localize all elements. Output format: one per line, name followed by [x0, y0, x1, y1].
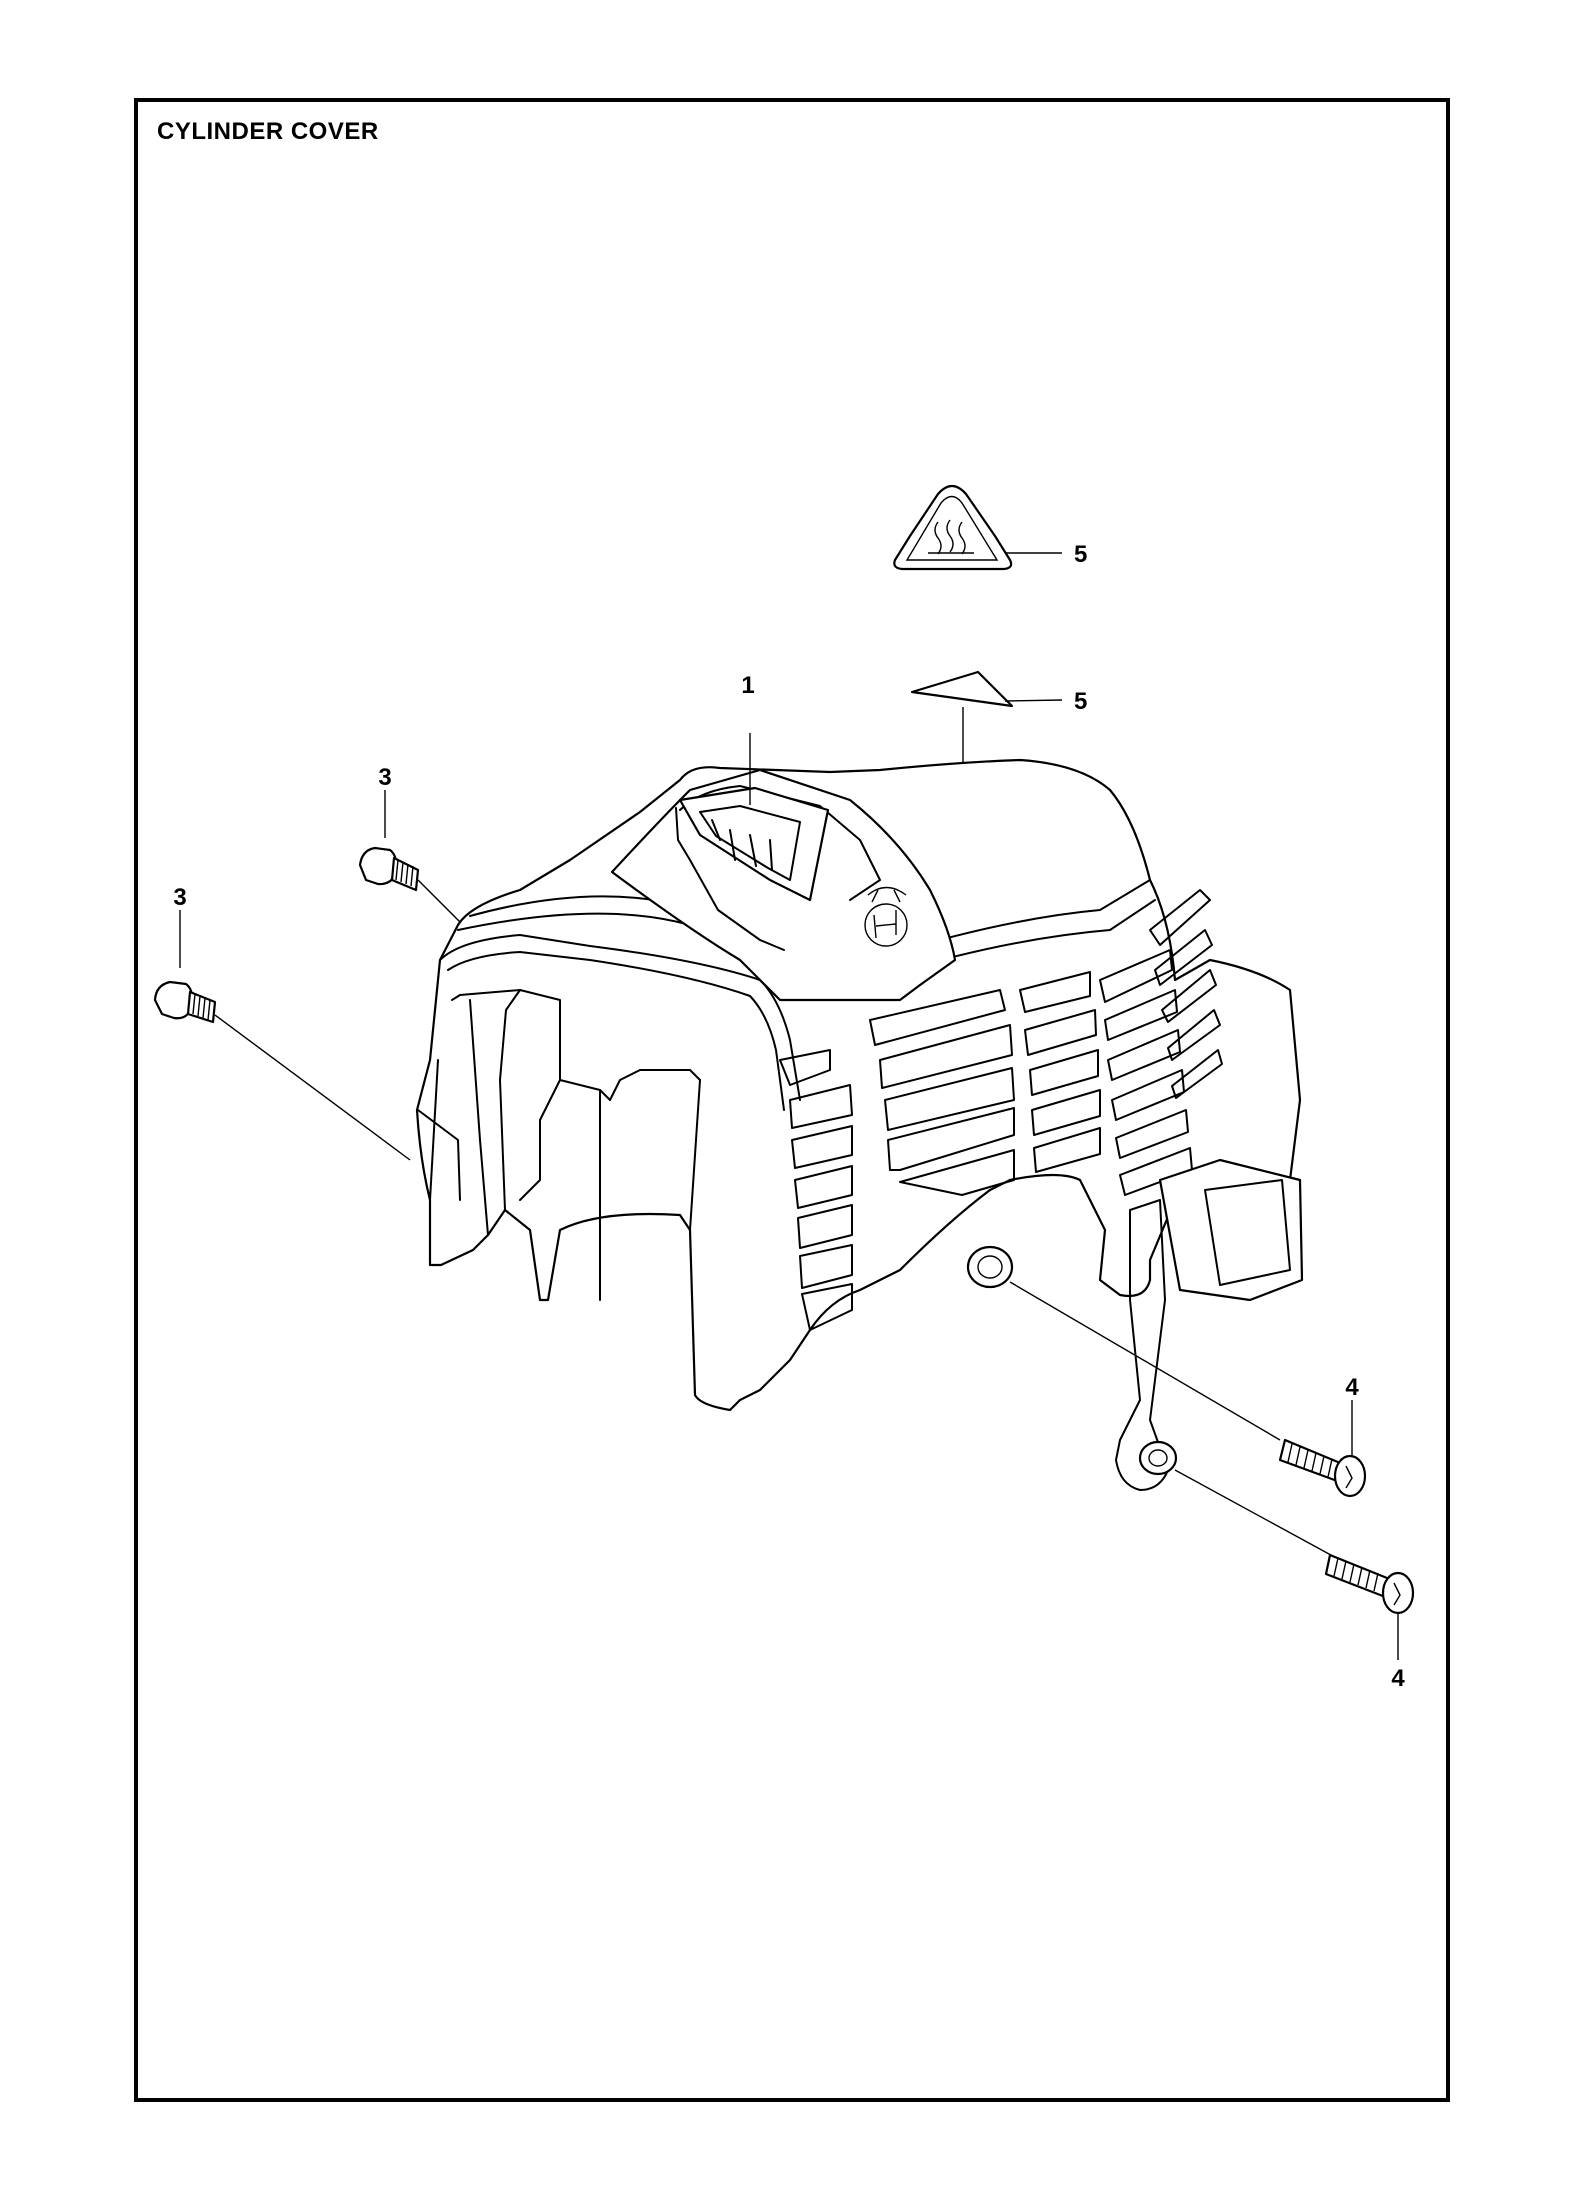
callout-3-left: 3 [173, 884, 186, 911]
warning-label-part [893, 484, 1062, 571]
screw-3-left [153, 910, 411, 1161]
cylinder-cover-part [415, 733, 1304, 1491]
callout-4-lower: 4 [1391, 1665, 1405, 1692]
callout-3-upper: 3 [378, 764, 391, 791]
screw-4-upper [1009, 1281, 1367, 1498]
callout-5-decal: 5 [1074, 688, 1087, 715]
cover-grille [779, 889, 1223, 1331]
page-title: CYLINDER COVER [157, 118, 379, 145]
screw-3-upper [358, 790, 461, 923]
callout-1: 1 [741, 672, 754, 699]
screw-4-lower [1174, 1469, 1415, 1660]
diagram-frame [134, 98, 1450, 2102]
callout-5-warning: 5 [1074, 541, 1087, 568]
callout-4-upper: 4 [1345, 1374, 1359, 1401]
